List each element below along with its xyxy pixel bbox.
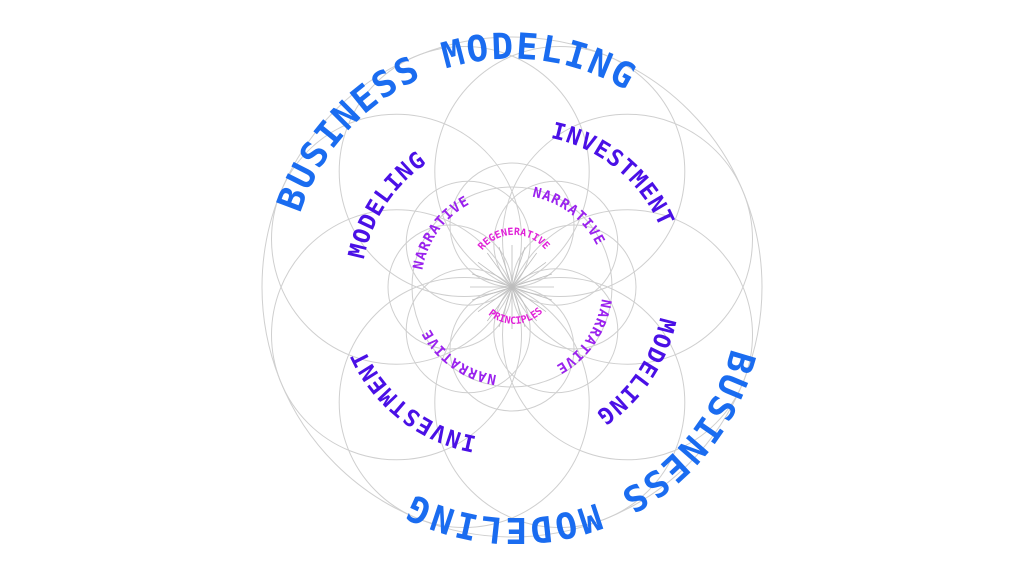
center-ray-line (477, 286, 513, 313)
petal-circle-large (434, 46, 686, 297)
outer-boundary-circle (261, 36, 763, 538)
petal-circle-large (338, 46, 590, 297)
center-ray-line (498, 246, 513, 288)
center-ray-line (511, 261, 547, 288)
center-ray-line (511, 286, 553, 301)
petal-circle-small (493, 180, 619, 306)
petal-circle-large (434, 277, 686, 528)
overlapping-circles (261, 36, 763, 538)
center-ray-line (477, 261, 513, 288)
petal-circle-large (502, 209, 753, 461)
inner-guide-circle (411, 186, 613, 388)
center-ray-line (511, 286, 526, 328)
center-ray-line (511, 286, 538, 322)
center-ray-line (511, 246, 526, 288)
petal-circle-large (338, 277, 590, 528)
center-rays (470, 245, 554, 329)
center-ray-line (486, 286, 513, 322)
center-ray-line (511, 252, 538, 288)
center-ray-line (471, 273, 513, 288)
center-ray-line (511, 286, 547, 313)
center-ray-line (511, 273, 553, 288)
petal-circle-large (271, 113, 522, 365)
petal-circle-large (502, 113, 753, 365)
center-ray-line (471, 286, 513, 301)
petal-circle-large (271, 209, 522, 461)
center-ray-line (498, 286, 513, 328)
center-ray-line (486, 252, 513, 288)
